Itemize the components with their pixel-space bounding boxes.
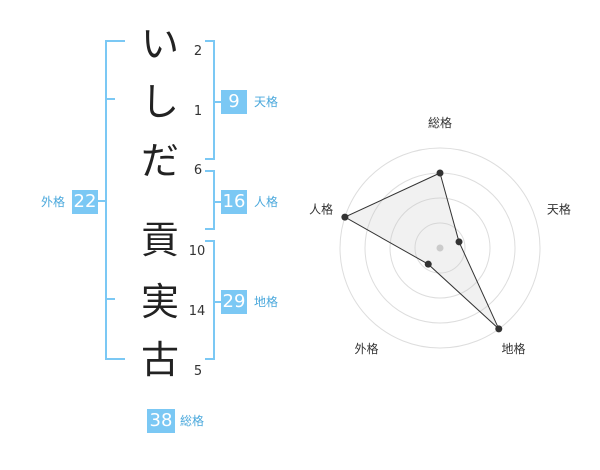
- radar-point-5: [341, 213, 349, 221]
- soukaku-label: 総格: [180, 414, 205, 428]
- chikaku-bracket-vertical: [213, 240, 215, 360]
- radar-axis-label-3: 地格: [501, 341, 525, 356]
- chikaku-value-badge: 29: [221, 290, 247, 314]
- stroke-count-4: 10: [188, 244, 206, 259]
- gaikaku-bracket-bottom: [105, 358, 125, 360]
- radar-point-1: [436, 169, 444, 177]
- radar-ring: [414, 222, 466, 274]
- jinkaku-bracket-vertical: [213, 170, 215, 230]
- radar-ring: [389, 197, 491, 299]
- tenkaku-bracket-top: [205, 40, 215, 42]
- name-char-4: 貢: [140, 218, 179, 262]
- tenkaku-label: 天格: [254, 95, 279, 109]
- jinkaku-bracket-bottom: [205, 228, 215, 230]
- radar-center-dot: [436, 244, 444, 252]
- radar-axis-label-4: 外格: [354, 341, 378, 356]
- gaikaku-connector: [97, 200, 105, 202]
- jinkaku-bracket-top: [205, 170, 215, 172]
- gaikaku-value-badge: 22: [72, 190, 98, 214]
- radar-ring: [339, 147, 541, 349]
- soukaku-value-badge: 38: [147, 409, 175, 433]
- chikaku-bracket-top: [205, 240, 215, 242]
- gaikaku-label: 外格: [41, 195, 66, 209]
- radar-axis-label-1: 総格: [428, 115, 452, 130]
- stroke-count-6: 5: [193, 364, 203, 379]
- radar-point-4: [424, 260, 432, 268]
- stroke-count-3: 6: [193, 163, 203, 178]
- jinkaku-label: 人格: [254, 195, 279, 209]
- gaikaku-bracket-vertical: [105, 40, 107, 360]
- chikaku-bracket-bottom: [205, 358, 215, 360]
- gaikaku-bracket-tick-1: [105, 98, 115, 100]
- stroke-count-1: 2: [193, 44, 203, 59]
- stroke-count-2: 1: [193, 104, 203, 119]
- name-char-1: い: [140, 22, 179, 66]
- name-char-2: し: [140, 80, 179, 124]
- tenkaku-connector: [213, 101, 221, 103]
- name-char-3: だ: [140, 139, 179, 183]
- tenkaku-bracket-bottom: [205, 158, 215, 160]
- name-char-5: 実: [140, 280, 179, 324]
- radar-point-3: [495, 325, 503, 333]
- gaikaku-bracket-top: [105, 40, 125, 42]
- radar-axis-label-2: 天格: [547, 201, 571, 216]
- gaikaku-bracket-tick-2: [105, 298, 115, 300]
- tenkaku-value-badge: 9: [221, 90, 247, 114]
- jinkaku-value-badge: 16: [221, 190, 247, 214]
- radar-point-2: [455, 238, 463, 246]
- tenkaku-bracket-vertical: [213, 40, 215, 160]
- radar-polygon: [343, 172, 500, 330]
- chikaku-label: 地格: [254, 295, 279, 309]
- radar-axis-label-5: 人格: [309, 201, 333, 216]
- name-char-6: 古: [140, 338, 179, 382]
- stroke-count-5: 14: [188, 304, 206, 319]
- jinkaku-connector: [213, 201, 221, 203]
- chikaku-connector: [213, 301, 221, 303]
